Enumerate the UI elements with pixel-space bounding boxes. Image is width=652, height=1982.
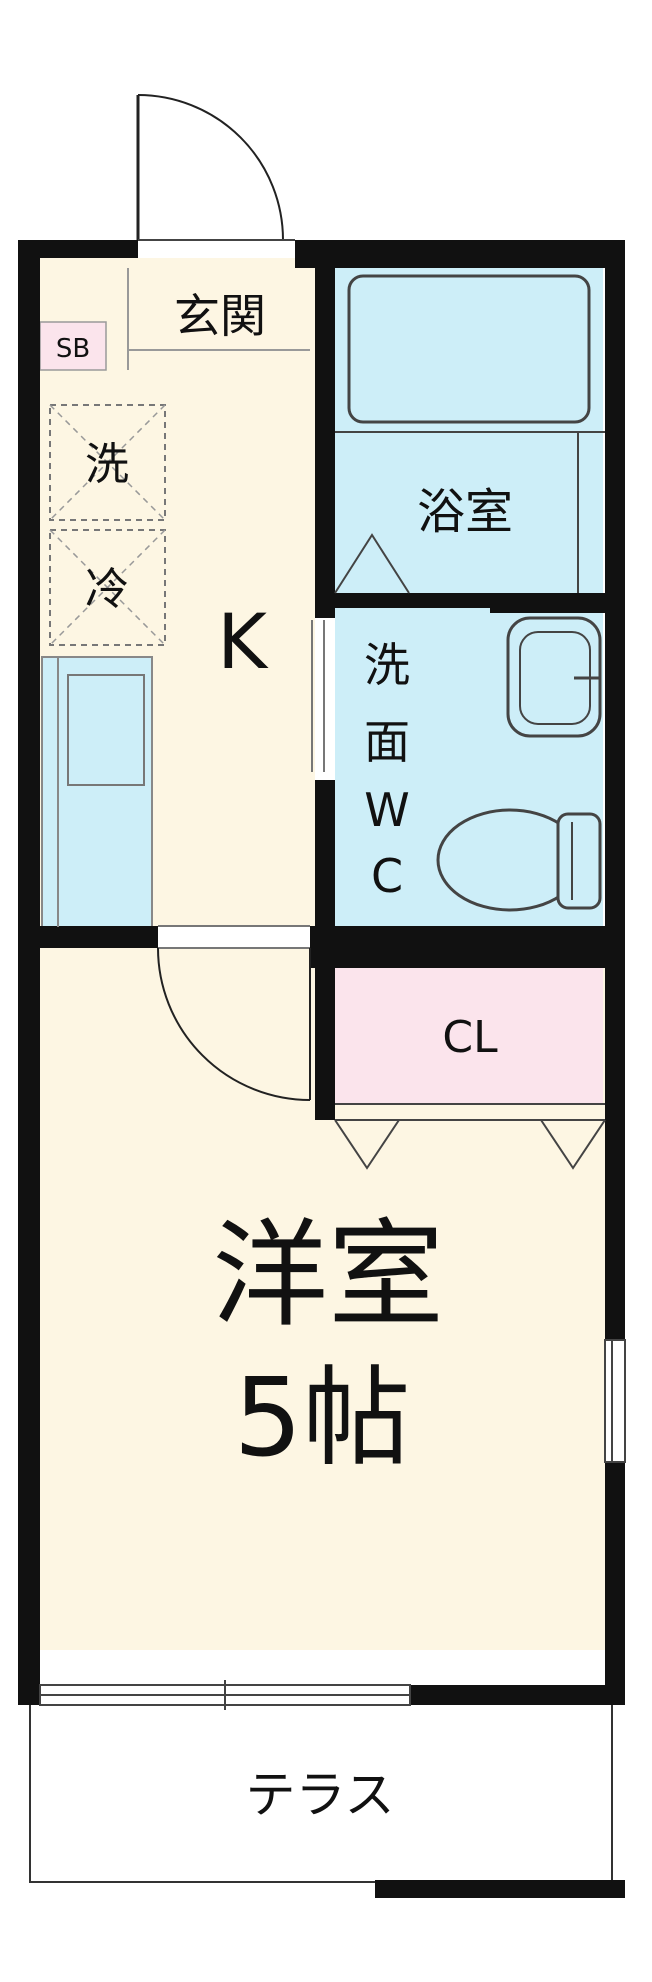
washroom-wc-line-4: C: [371, 849, 403, 903]
kitchen-sink: [67, 674, 145, 786]
fridge-space: [49, 529, 166, 646]
sink-counter: [41, 656, 153, 928]
closet-label: CL: [442, 1012, 498, 1063]
terrace-label: テラス: [246, 1766, 395, 1824]
exterior-walls: [18, 240, 625, 1705]
bath-door: [334, 533, 410, 594]
room-door-gap: [158, 926, 310, 948]
side-window: [604, 1339, 626, 1463]
shoe-box-label: SB: [56, 334, 90, 364]
washroom-wc-line-2: 面: [364, 715, 410, 769]
closet-floor: [335, 968, 603, 1104]
washroom-wc-line-3: W: [364, 783, 409, 837]
kitchen-label: K: [217, 597, 269, 686]
fridge-label: 冷: [85, 564, 129, 615]
closet-door-right: [540, 1119, 606, 1170]
interior-walls: [40, 258, 625, 1120]
toilet-tank: [556, 812, 602, 910]
washer-space: [49, 404, 166, 521]
terrace-edge-wall: [375, 1880, 625, 1898]
western-room-label: 洋室: [212, 1208, 444, 1343]
entrance-floor: [128, 272, 310, 350]
washer-label: 洗: [85, 439, 129, 490]
terrace-outline: [29, 1705, 613, 1883]
washroom-wc-line-1: 洗: [364, 638, 410, 692]
fridge-cross-2: [49, 529, 166, 646]
bathtub: [347, 274, 591, 424]
entrance-label: 玄関: [174, 289, 266, 343]
entry-door-swing: [137, 94, 284, 241]
bath-label: 浴室: [417, 484, 513, 540]
washer-cross-2: [49, 404, 166, 521]
closet-door-left: [334, 1119, 400, 1170]
room-door-swing: [157, 947, 311, 1101]
bath-floor: [335, 268, 603, 593]
western-room-size-label: 5帖: [234, 1356, 411, 1481]
